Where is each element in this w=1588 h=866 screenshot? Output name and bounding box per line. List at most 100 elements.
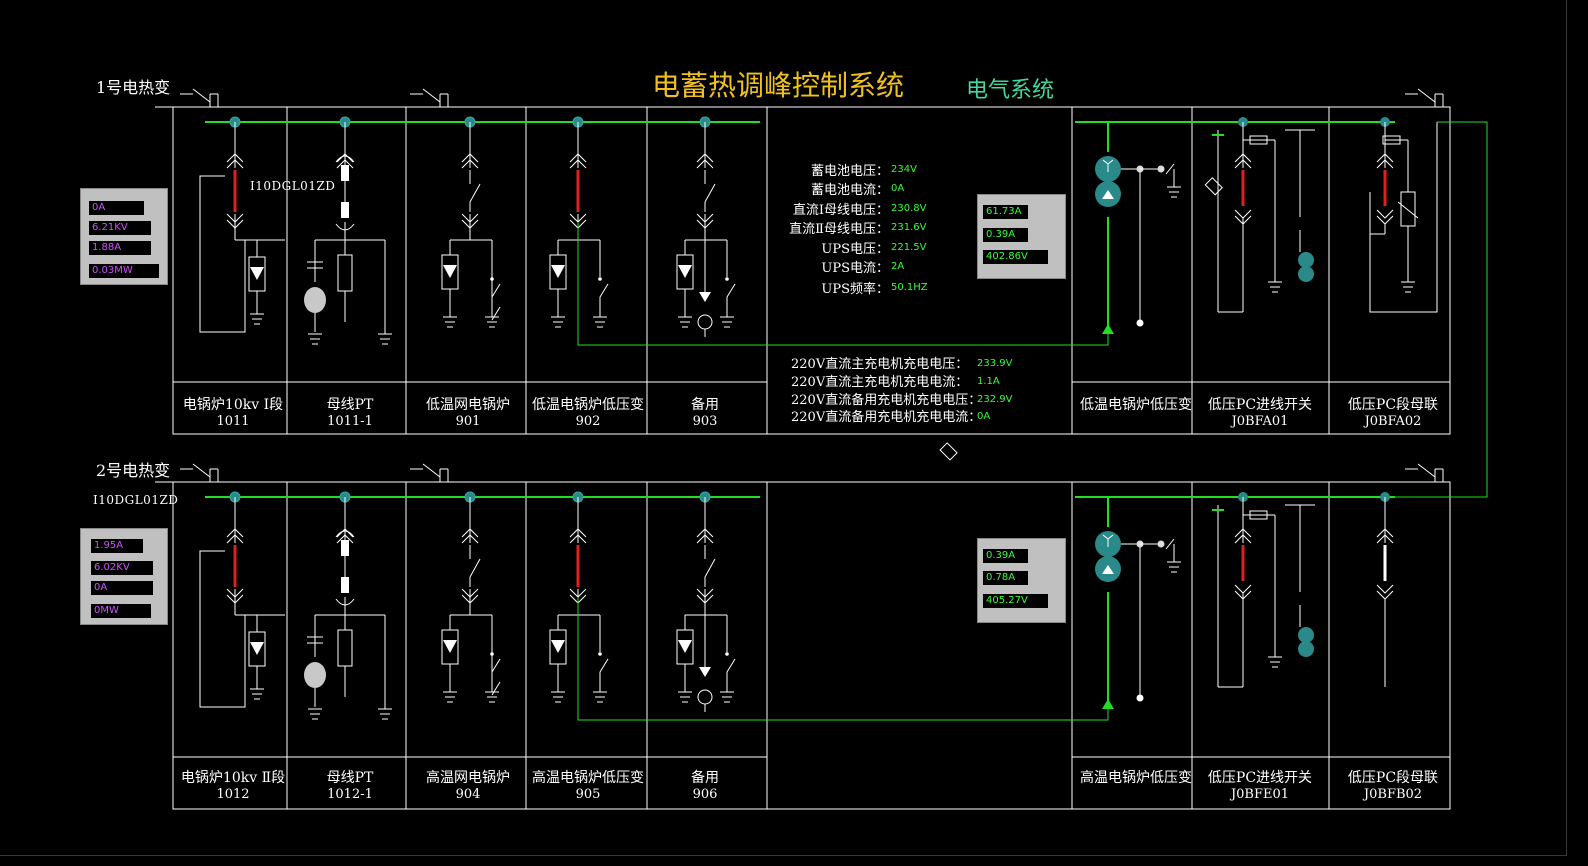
voltage-transformer: [1298, 252, 1314, 268]
meter-value: 1.95A: [91, 539, 143, 553]
dc-reading-value: 234V: [891, 164, 917, 175]
ct-arrow: [250, 642, 264, 655]
breaker-closed: [576, 170, 580, 212]
cell-number: 1012-1: [327, 787, 373, 802]
cell-name: 低压PC段母联: [1347, 397, 1439, 413]
contact-chevron: [1376, 215, 1394, 225]
voltage-transformer: [1298, 266, 1314, 282]
dc-reading-value: 230.8V: [891, 203, 927, 214]
cable-loop: [199, 175, 246, 333]
cell-number: 905: [575, 787, 601, 802]
cell-name: 低压PC进线开关: [1207, 397, 1313, 413]
cell-number: J0BFA01: [1231, 414, 1289, 429]
dc-reading-value: 50.1HZ: [891, 282, 928, 293]
cell-number: 904: [455, 787, 481, 802]
winding-mark: [1102, 565, 1114, 574]
cell-number: 1011: [216, 414, 250, 429]
cell-number: 902: [575, 414, 601, 429]
charger-reading-label: 220V直流主充电机充电电流：: [791, 375, 969, 390]
pt-motor: [304, 662, 326, 688]
earth-switch-node: [598, 652, 602, 656]
winding-mark: [1102, 534, 1109, 540]
meter-value: 0.03MW: [89, 264, 159, 278]
earth-switch-node: [598, 277, 602, 281]
pt-fuse: [341, 202, 349, 218]
charger-reading-label: 220V直流备用充电机充电电压：: [791, 393, 982, 408]
breaker-closed: [1241, 545, 1245, 581]
breaker-open: [469, 183, 481, 203]
earth-switch: [1165, 163, 1175, 175]
earth-switch: [491, 658, 501, 673]
fuse: [1204, 177, 1223, 196]
cell-name: 母线PT: [326, 397, 374, 413]
fuse: [1382, 135, 1401, 145]
earth-switch-node: [725, 652, 729, 656]
meter-value: 0.39A: [983, 228, 1028, 242]
earth-switch: [726, 658, 736, 673]
voltage-transformer: [1298, 627, 1314, 643]
meter-value: 0.78A: [983, 571, 1028, 585]
fuse: [939, 442, 958, 461]
charger-reading-label: 220V直流备用充电机充电电流：: [791, 410, 982, 425]
ct-arrow: [551, 640, 565, 653]
section-tie-link: [1395, 121, 1488, 498]
top-disconnector: [1417, 88, 1436, 103]
winding-mark: [1107, 159, 1114, 165]
breaker-open: [469, 558, 481, 578]
switch-node: [1157, 165, 1165, 173]
meter-value: 61.73A: [983, 205, 1028, 219]
transformer-1-name: 1号电热变: [96, 78, 171, 97]
meter-value: 0MW: [91, 604, 151, 618]
cell-name: 高温电锅炉低压变: [1080, 770, 1192, 786]
earth-switch: [726, 283, 736, 298]
contact-chevron: [1376, 590, 1394, 600]
cell-name: 高温网电锅炉: [426, 770, 510, 786]
cell-number: 901: [455, 414, 481, 429]
lv-frame: [1071, 106, 1451, 435]
surge-arrester: [1397, 201, 1419, 219]
top-device-code: I10DGL01ZD: [250, 179, 336, 193]
meter-value: 1.88A: [89, 241, 151, 255]
ct-arrow: [443, 265, 457, 278]
pt-motor: [304, 287, 326, 313]
top-trafo-meter: 61.73A 0.39A 402.86V: [977, 194, 1066, 279]
contact-chevron: [1234, 584, 1252, 594]
winding-mark: [1107, 534, 1114, 540]
earth-switch: [599, 283, 609, 298]
meter-value: 0A: [91, 581, 153, 595]
ct-arrow: [678, 640, 692, 653]
page-subtitle: 电气系统: [966, 78, 1055, 103]
page-title: 电蓄热调峰控制系统: [652, 69, 905, 102]
arrester: [337, 629, 353, 667]
green-feeder-link: [577, 222, 1109, 346]
breaker-closed: [576, 545, 580, 587]
switch-node: [1157, 540, 1165, 548]
dc-reading-value: 231.6V: [891, 222, 927, 233]
switch-node: [1136, 694, 1144, 702]
earth-switch: [599, 658, 609, 673]
contact-chevron: [1376, 584, 1394, 594]
cell-name: 低温电锅炉低压变: [532, 397, 644, 413]
charger-reading-value: 1.1A: [977, 376, 1000, 387]
top-disconnector: [422, 463, 441, 478]
voltage-arrow: [699, 667, 711, 677]
cell-number: 1012: [216, 787, 250, 802]
meter-value: 6.21KV: [89, 221, 151, 235]
earth-switch: [491, 306, 501, 321]
pt-fuse: [341, 577, 349, 593]
screen-frame: [0, 0, 1567, 856]
cell-number: J0BFB02: [1363, 787, 1423, 802]
dc-reading-value: 221.5V: [891, 242, 927, 253]
contact-chevron: [1376, 209, 1394, 219]
cell-number: 903: [692, 414, 718, 429]
voltage-arrow: [699, 292, 711, 302]
breaker-closed: [233, 170, 237, 212]
pt-arc: [335, 155, 355, 163]
feeder-arrow: [1102, 324, 1114, 334]
charger-reading-value: 233.9V: [977, 358, 1013, 369]
pt-arc: [335, 530, 355, 538]
top-incoming-meter: 0A 6.21KV 1.88A 0.03MW: [80, 188, 168, 285]
earth-switch: [491, 283, 501, 298]
cell-name: 母线PT: [326, 770, 374, 786]
